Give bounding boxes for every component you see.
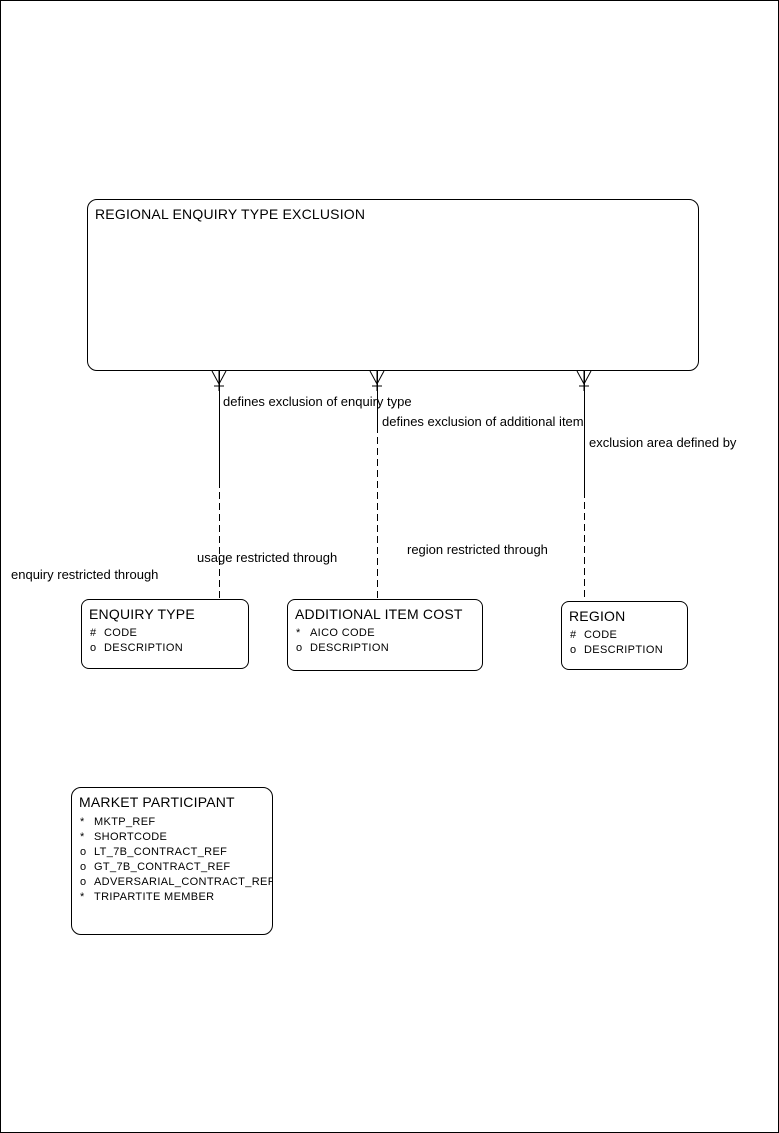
attribute-prefix: *	[296, 627, 301, 639]
relationship-line-additional-item-cost-solid	[377, 371, 378, 426]
relationship-line-region-solid	[584, 371, 585, 491]
crows-foot-icon	[369, 371, 385, 391]
entity-enquiry-type: ENQUIRY TYPE # CODE o DESCRIPTION	[81, 599, 249, 669]
attribute-name: ADVERSARIAL_CONTRACT_REF	[94, 876, 273, 888]
attribute-name: MKTP_REF	[94, 816, 156, 828]
attribute-prefix: *	[80, 831, 85, 843]
entity-title: REGION	[569, 608, 626, 624]
relationship-line-additional-item-cost-dashed	[377, 426, 378, 599]
attribute-row: * AICO CODE	[296, 626, 482, 641]
attribute-row: # CODE	[90, 626, 248, 641]
attribute-row: o GT_7B_CONTRACT_REF	[80, 860, 272, 875]
attribute-prefix: o	[570, 644, 577, 656]
entity-title: MARKET PARTICIPANT	[79, 794, 235, 810]
relationship-line-enquiry-type-solid	[219, 371, 220, 481]
attribute-row: o DESCRIPTION	[90, 641, 248, 656]
relationship-label-defines-exclusion-of-additional-item: defines exclusion of additional item	[382, 414, 584, 429]
entity-title: ADDITIONAL ITEM COST	[295, 606, 463, 622]
attribute-prefix: #	[90, 627, 97, 639]
attribute-prefix: o	[80, 876, 87, 888]
attribute-name: CODE	[584, 629, 618, 641]
attribute-name: DESCRIPTION	[584, 644, 664, 656]
relationship-label-usage-restricted-through: usage restricted through	[197, 550, 338, 565]
attribute-prefix: o	[80, 846, 87, 858]
attribute-prefix: o	[296, 642, 303, 654]
attribute-name: GT_7B_CONTRACT_REF	[94, 861, 231, 873]
relationship-label-region-restricted-through: region restricted through	[407, 542, 548, 557]
attribute-row: # CODE	[570, 628, 687, 643]
attribute-row: o DESCRIPTION	[296, 641, 482, 656]
attribute-prefix: *	[80, 891, 85, 903]
attribute-row: * TRIPARTITE MEMBER	[80, 890, 272, 905]
attribute-prefix: o	[80, 861, 87, 873]
attribute-prefix: #	[570, 629, 577, 641]
attribute-row: o LT_7B_CONTRACT_REF	[80, 845, 272, 860]
attribute-name: CODE	[104, 627, 138, 639]
relationship-line-region-dashed	[584, 491, 585, 601]
attribute-row: * SHORTCODE	[80, 830, 272, 845]
crows-foot-icon	[576, 371, 592, 391]
relationship-label-enquiry-restricted-through: enquiry restricted through	[11, 567, 159, 582]
entity-title: REGIONAL ENQUIRY TYPE EXCLUSION	[95, 206, 366, 222]
attribute-name: DESCRIPTION	[310, 642, 390, 654]
entity-additional-item-cost: ADDITIONAL ITEM COST * AICO CODE o DESCRIP…	[287, 599, 483, 671]
entity-regional-enquiry-type-exclusion: REGIONAL ENQUIRY TYPE EXCLUSION	[87, 199, 699, 371]
crows-foot-icon	[211, 371, 227, 391]
entity-market-participant: MARKET PARTICIPANT *MKTP_REF *SHORTCODE …	[71, 787, 273, 935]
relationship-label-exclusion-area-defined-by: exclusion area defined by	[589, 435, 737, 450]
relationship-label-defines-exclusion-of-enquiry-type: defines exclusion of enquiry type	[223, 394, 412, 409]
entity-title: ENQUIRY TYPE	[89, 606, 195, 622]
attribute-name: SHORTCODE	[94, 831, 168, 843]
attribute-row: o DESCRIPTION	[570, 643, 687, 658]
attribute-name: LT_7B_CONTRACT_REF	[94, 846, 228, 858]
entity-region: REGION # CODE o DESCRIPTION	[561, 601, 688, 670]
attribute-prefix: o	[90, 642, 97, 654]
attribute-name: DESCRIPTION	[104, 642, 184, 654]
attribute-name: AICO CODE	[310, 627, 375, 639]
attribute-row: o ADVERSARIAL_CONTRACT_REF	[80, 875, 272, 890]
relationship-line-enquiry-type-dashed	[219, 481, 220, 599]
attribute-prefix: *	[80, 816, 85, 828]
attribute-row: * MKTP_REF	[80, 815, 272, 830]
attribute-name: TRIPARTITE MEMBER	[94, 891, 215, 903]
